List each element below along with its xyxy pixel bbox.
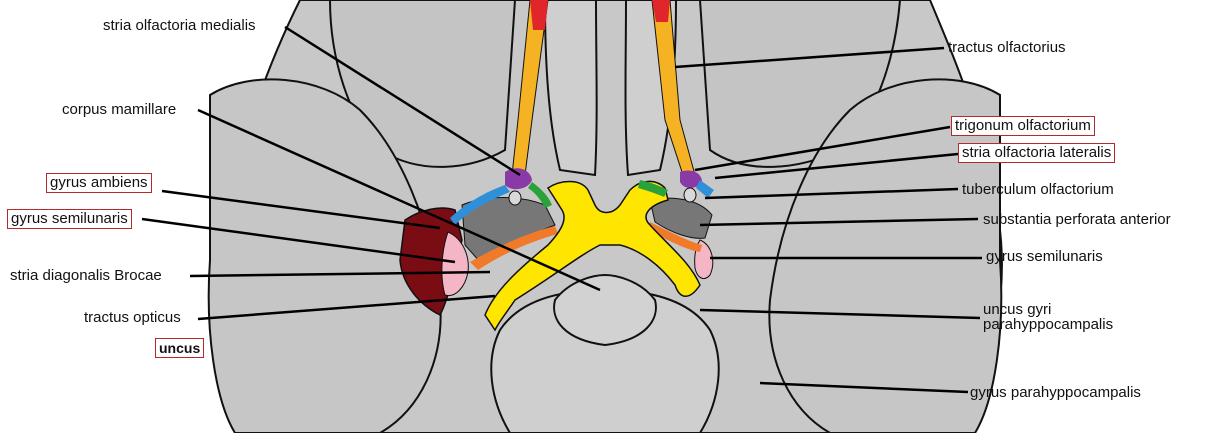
leader-tractus-olfactorius [674, 46, 945, 69]
trigonum-olfactorium-right [680, 170, 702, 188]
label-trigonum-olfactorium: trigonum olfactorium [951, 116, 1095, 136]
label-stria-diagonalis: stria diagonalis Brocae [10, 267, 162, 284]
leader-tuberculum [704, 187, 959, 200]
label-gyrus-ambiens: gyrus ambiens [46, 173, 152, 193]
leader-gyrus-semilunaris-left [141, 217, 456, 264]
stria-diagonalis-left-band [470, 226, 558, 270]
label-tractus-opticus: tractus opticus [84, 309, 181, 326]
label-uncus-gyri-line1: uncus gyri [983, 301, 1052, 318]
label-corpus-mamillare: corpus mamillare [62, 101, 177, 118]
tuberculum-olfactorium-left [508, 190, 522, 206]
substantia-perforata-right [649, 197, 713, 239]
leader-gyrus-parahyppocampalis [759, 381, 969, 394]
optic-chiasm-tract [484, 180, 701, 332]
leader-stria-lateralis [714, 152, 959, 180]
stria-lateralis-right [696, 180, 714, 198]
leader-trigonum [694, 125, 951, 172]
stria-medialis-right [638, 180, 668, 197]
leader-gyrus-ambiens [161, 189, 441, 230]
label-uncus: uncus [155, 338, 205, 358]
leader-corpus-mamillare [197, 108, 601, 292]
leader-uncus-gyri [699, 308, 981, 320]
leader-tractus-opticus [197, 294, 496, 321]
label-uncus-gyri-line2: parahyppocampalis [983, 316, 1114, 333]
tuberculum-olfactorium-right [683, 187, 697, 203]
stria-lateralis-left [450, 185, 510, 225]
stria-diagonalis-right-band [648, 222, 702, 252]
label-stria-olfactoria-medialis: stria olfactoria medialis [103, 17, 256, 34]
gyrus-semilunaris-left-region [441, 231, 469, 297]
label-substantia-perforata: substantia perforata anterior [983, 211, 1171, 228]
olfactory-bulb-left [530, 0, 548, 30]
label-tuberculum-olfactorium: tuberculum olfactorium [962, 181, 1114, 198]
stria-medialis-left [528, 182, 552, 208]
label-gyrus-semilunaris-right: gyrus semilunaris [986, 248, 1103, 265]
leader-stria-medialis [284, 25, 521, 177]
leader-stria-diagonalis [189, 270, 491, 278]
trigonum-olfactorium-left [505, 168, 532, 190]
label-tractus-olfactorius: tractus olfactorius [948, 39, 1066, 56]
label-uncus-gyri-parahyppocampalis: uncus gyri parahyppocampalis [983, 302, 1113, 332]
label-gyrus-semilunaris-left: gyrus semilunaris [7, 209, 132, 229]
olfactory-bulb-right [652, 0, 670, 22]
label-stria-olfactoria-lateralis: stria olfactoria lateralis [958, 143, 1116, 163]
label-gyrus-parahyppocampalis: gyrus parahyppocampalis [970, 384, 1141, 401]
leader-substantia [699, 217, 979, 227]
leader-lines [141, 25, 982, 394]
